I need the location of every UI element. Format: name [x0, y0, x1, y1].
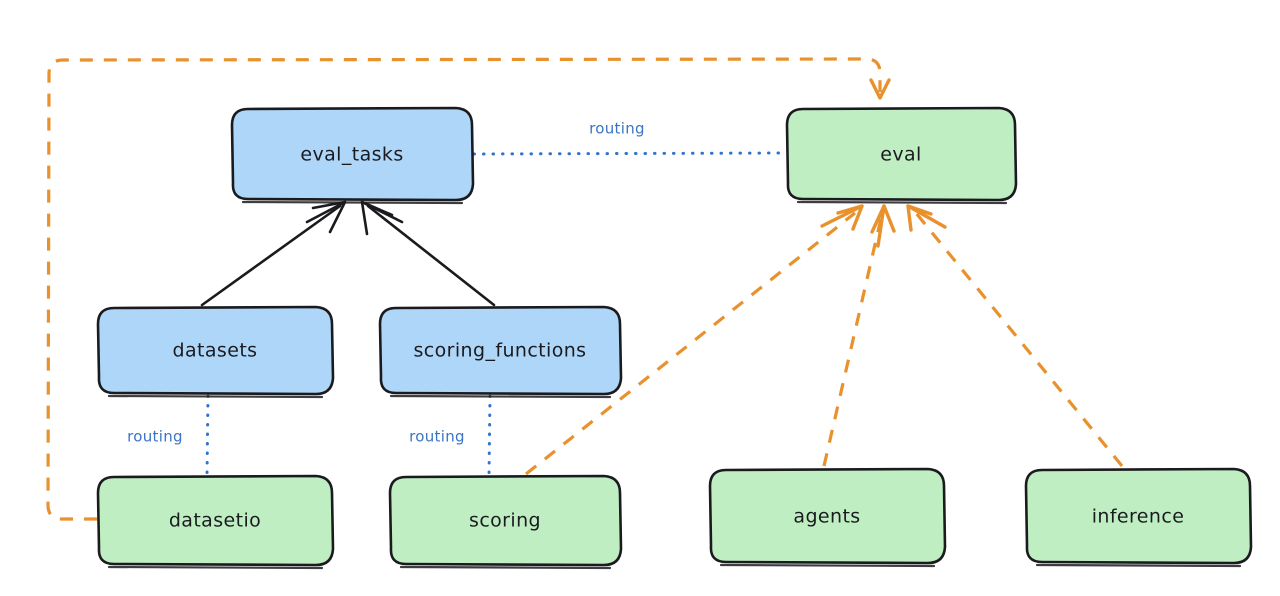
edge-scoring-to-eval	[525, 204, 864, 476]
node-label-scoring-functions: scoring_functions	[414, 340, 587, 362]
node-label-agents: agents	[793, 506, 860, 528]
node-label-eval-tasks: eval_tasks	[300, 144, 403, 166]
node-inference[interactable]: inference	[1024, 467, 1253, 568]
node-eval-tasks[interactable]: eval_tasks	[230, 106, 475, 205]
edge-agents-to-eval	[822, 204, 896, 467]
node-datasets[interactable]: datasets	[96, 305, 335, 399]
edge-datasets-to-datasetio	[205, 394, 210, 477]
edge-scoring-functions-to-scoring	[487, 394, 492, 477]
edge-eval-tasks-to-eval	[472, 151, 788, 156]
node-label-inference: inference	[1092, 506, 1185, 528]
node-label-scoring: scoring	[469, 510, 541, 532]
edge-inference-to-eval	[906, 204, 1124, 468]
edge-label-routing-eval-tasks-eval: routing	[589, 120, 645, 138]
edge-datasets-to-eval-tasks	[200, 200, 347, 307]
node-datasetio[interactable]: datasetio	[96, 474, 335, 570]
edge-label-routing-scoring-functions-scoring: routing	[409, 428, 465, 446]
node-agents[interactable]: agents	[708, 467, 947, 568]
node-eval[interactable]: eval	[785, 106, 1018, 205]
node-scoring[interactable]: scoring	[388, 474, 623, 570]
edge-label-routing-datasets-datasetio: routing	[127, 428, 183, 446]
node-label-eval: eval	[880, 144, 921, 166]
edge-datasetio-to-eval	[46, 57, 891, 521]
node-scoring-functions[interactable]: scoring_functions	[378, 305, 623, 399]
node-label-datasetio: datasetio	[169, 510, 261, 532]
node-label-datasets: datasets	[173, 340, 258, 362]
edge-scoring-functions-to-eval-tasks	[360, 200, 496, 307]
